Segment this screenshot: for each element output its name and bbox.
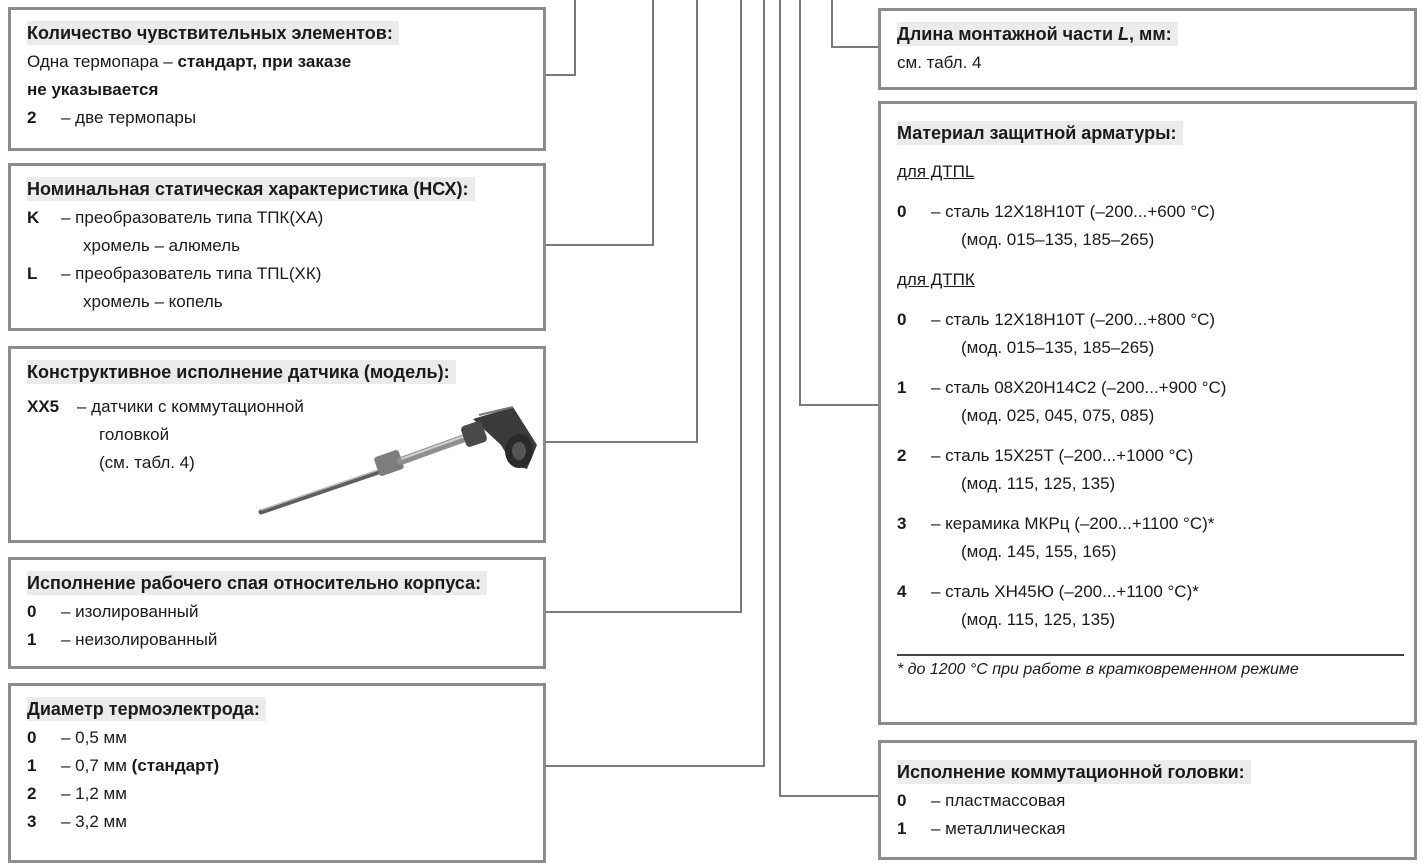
connector-line-length: [831, 0, 879, 48]
material-subheading-dtpl: для ДТПL: [897, 162, 975, 181]
list-item: 0– пластмассовая: [897, 791, 1066, 810]
list-item: 1– металлическая: [897, 819, 1066, 838]
list-item-cont: (мод. 145, 155, 165): [961, 542, 1117, 561]
list-item-cont: хромель – копель: [83, 292, 223, 311]
list-item: 1– сталь 08Х20Н14С2 (–200...+900 °С): [897, 378, 1227, 397]
box-nsh: Номинальная статическая характеристика (…: [8, 163, 546, 331]
element-count-line-2: не указывается: [27, 80, 159, 99]
box-material: Материал защитной арматуры: для ДТПL 0– …: [878, 101, 1417, 725]
connector-line-model: [545, 0, 698, 443]
box-diameter: Диаметр термоэлектрода: 0– 0,5 мм 1– 0,7…: [8, 683, 546, 863]
connector-line-nsh: [545, 0, 654, 246]
list-item: 2– 1,2 мм: [27, 784, 127, 803]
list-item-cont: (см. табл. 4): [99, 453, 195, 472]
list-item: ХХ5– датчики с коммутационной: [27, 397, 304, 416]
material-footnote: * до 1200 °С при работе в кратковременно…: [897, 654, 1404, 682]
box-junction-title: Исполнение рабочего спая относительно ко…: [27, 571, 488, 595]
list-item: K– преобразователь типа ТПК(ХА): [27, 208, 324, 227]
list-item-cont: хромель – алюмель: [83, 236, 240, 255]
box-diameter-title: Диаметр термоэлектрода:: [27, 697, 266, 721]
list-item: 3– 3,2 мм: [27, 812, 127, 831]
box-material-title: Материал защитной арматуры:: [897, 121, 1183, 145]
list-item: L– преобразователь типа ТПL(ХК): [27, 264, 322, 283]
list-item-cont: (мод. 115, 125, 135): [961, 610, 1116, 629]
connector-line-diameter: [545, 0, 765, 767]
material-subheading-dtpk: для ДТПК: [897, 270, 975, 289]
list-item: 2– сталь 15Х25Т (–200...+1000 °С): [897, 446, 1194, 465]
box-head: Исполнение коммутационной головки: 0– пл…: [878, 740, 1417, 860]
list-item: 1– 0,7 мм (стандарт): [27, 756, 220, 775]
box-junction: Исполнение рабочего спая относительно ко…: [8, 557, 546, 669]
box-model: Конструктивное исполнение датчика (модел…: [8, 346, 546, 543]
list-item-cont: (мод. 015–135, 185–265): [961, 338, 1155, 357]
connector-line-head: [779, 0, 879, 797]
connector-line-elements: [545, 0, 576, 76]
box-length: Длина монтажной части L, мм: см. табл. 4: [878, 8, 1417, 90]
length-ref: см. табл. 4: [897, 53, 982, 72]
box-head-title: Исполнение коммутационной головки:: [897, 760, 1251, 784]
list-item-cont: (мод. 025, 045, 075, 085): [961, 406, 1155, 425]
list-item-cont: (мод. 015–135, 185–265): [961, 230, 1155, 249]
list-item: 3– керамика МКРц (–200...+1100 °С)*: [897, 514, 1215, 533]
connector-line-material: [799, 0, 879, 406]
box-length-title: Длина монтажной части L, мм:: [897, 22, 1178, 46]
list-item: 0– 0,5 мм: [27, 728, 127, 747]
element-count-line-1: Одна термопара – стандарт, при заказе: [27, 52, 352, 71]
list-item: 0– сталь 12Х18Н10Т (–200...+800 °С): [897, 310, 1216, 329]
list-item: 0– изолированный: [27, 602, 199, 621]
list-item: 0– сталь 12Х18Н10Т (–200...+600 °С): [897, 202, 1216, 221]
list-item: 1– неизолированный: [27, 630, 218, 649]
box-element-count-title: Количество чувствительных элементов:: [27, 21, 399, 45]
list-item-cont: головкой: [99, 425, 170, 444]
list-item: 4– сталь ХН45Ю (–200...+1100 °С)*: [897, 582, 1199, 601]
list-item: 2– две термопары: [27, 108, 197, 127]
box-element-count: Количество чувствительных элементов: Одн…: [8, 7, 546, 151]
box-model-title: Конструктивное исполнение датчика (модел…: [27, 360, 456, 384]
list-item-cont: (мод. 115, 125, 135): [961, 474, 1116, 493]
connector-line-junction: [545, 0, 742, 613]
box-nsh-title: Номинальная статическая характеристика (…: [27, 177, 475, 201]
thermocouple-sensor-icon: [258, 406, 537, 515]
